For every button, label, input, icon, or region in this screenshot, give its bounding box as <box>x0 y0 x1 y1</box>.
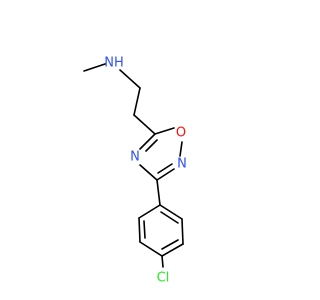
bond-aryl-5-6 <box>138 217 141 243</box>
bond-aryl-2-3 <box>181 218 184 245</box>
atom-label-n2: N <box>177 157 187 172</box>
bond-aryl-3-4 <box>161 243 184 257</box>
bond-aryl-3-4-double <box>161 239 179 250</box>
bond-aryl-1-2-double <box>160 211 179 224</box>
bond-ch2-ch2 <box>133 87 141 116</box>
bond-n2-c3 <box>156 168 175 181</box>
bond-aryl-5-6-double <box>143 220 146 239</box>
atom-label-nh: NH <box>104 56 124 71</box>
molecule-structure-diagram: NH N O N Cl <box>83 56 187 286</box>
bond-nh-ch2 <box>119 69 141 89</box>
atom-label-o1: O <box>176 126 186 141</box>
bond-n2-c3-double <box>157 163 173 174</box>
bond-aryl-cl <box>161 255 164 268</box>
atom-labels-layer: NH N O N Cl <box>104 56 187 286</box>
bond-aryl-6-1 <box>138 204 161 219</box>
atom-label-n4: N <box>130 150 140 165</box>
bond-n4-c5 <box>139 133 156 150</box>
bond-methyl-nh <box>83 63 106 72</box>
bond-c5-o1 <box>154 127 175 135</box>
bond-n4-c5-double <box>145 139 158 152</box>
atom-label-cl: Cl <box>157 271 170 286</box>
bond-aryl-1-2 <box>159 204 183 220</box>
bond-ch2-c5 <box>133 114 156 135</box>
bonds-layer <box>83 63 184 268</box>
bond-aryl-4-5 <box>139 241 163 257</box>
bond-c3-aryl <box>156 179 161 206</box>
bond-c3-n4 <box>139 164 158 181</box>
bond-o1-n2 <box>179 141 183 157</box>
